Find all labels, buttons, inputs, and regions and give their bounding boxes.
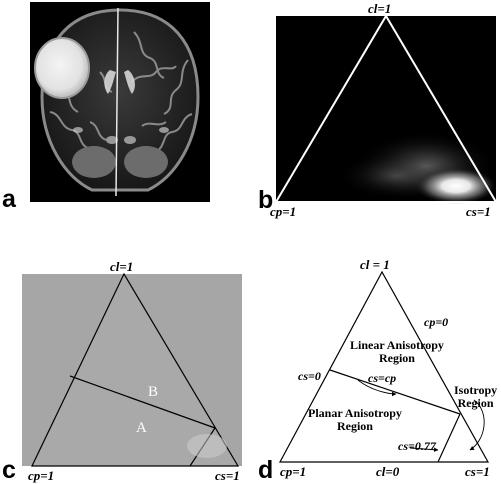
panel-b-vertex-top: cl=1	[368, 1, 392, 16]
panel-c-vertex-right: cs=1	[215, 468, 240, 483]
panel-d-isotropy-region-label: Isotropy Region	[454, 383, 498, 410]
panel-c-region-a: A	[136, 420, 147, 436]
panel-d-label: d	[258, 456, 274, 484]
panel-c-region-b: B	[148, 384, 159, 400]
panel-c-label: c	[2, 456, 16, 484]
panel-c-vertex-top: cl=1	[110, 259, 134, 274]
panel-b-vertex-right: cs=1	[466, 204, 491, 219]
panel-c-classification-plot	[22, 272, 242, 467]
panel-c-vertex-left: cp=1	[28, 468, 55, 483]
panel-d-linear-region-label: Linear Anisotropy Region	[350, 338, 444, 365]
panel-d-vertex-left: cp=1	[280, 464, 307, 479]
panel-d-schematic-diagram	[278, 270, 490, 463]
panel-d-vertex-right: cs=1	[465, 464, 490, 479]
panel-d-cscp-label: cs=cp	[368, 371, 397, 385]
panel-a-label: a	[2, 185, 16, 213]
panel-b-histogram-plot	[274, 14, 498, 204]
panel-d-cp0-label: cp=0	[424, 315, 449, 329]
panel-d-cs077-label: cs=0.77	[398, 439, 436, 453]
panel-d-bottom-mid: cl=0	[376, 464, 400, 479]
panel-a-mri-image	[30, 2, 210, 202]
panel-d-vertex-top: cl = 1	[360, 257, 390, 272]
panel-d-planar-region-label: Planar Anisotropy Region	[308, 406, 402, 433]
panel-d-cs0-label: cs=0	[298, 369, 321, 383]
panel-b-vertex-left: cp=1	[270, 204, 297, 219]
panel-b-label: b	[258, 186, 274, 214]
